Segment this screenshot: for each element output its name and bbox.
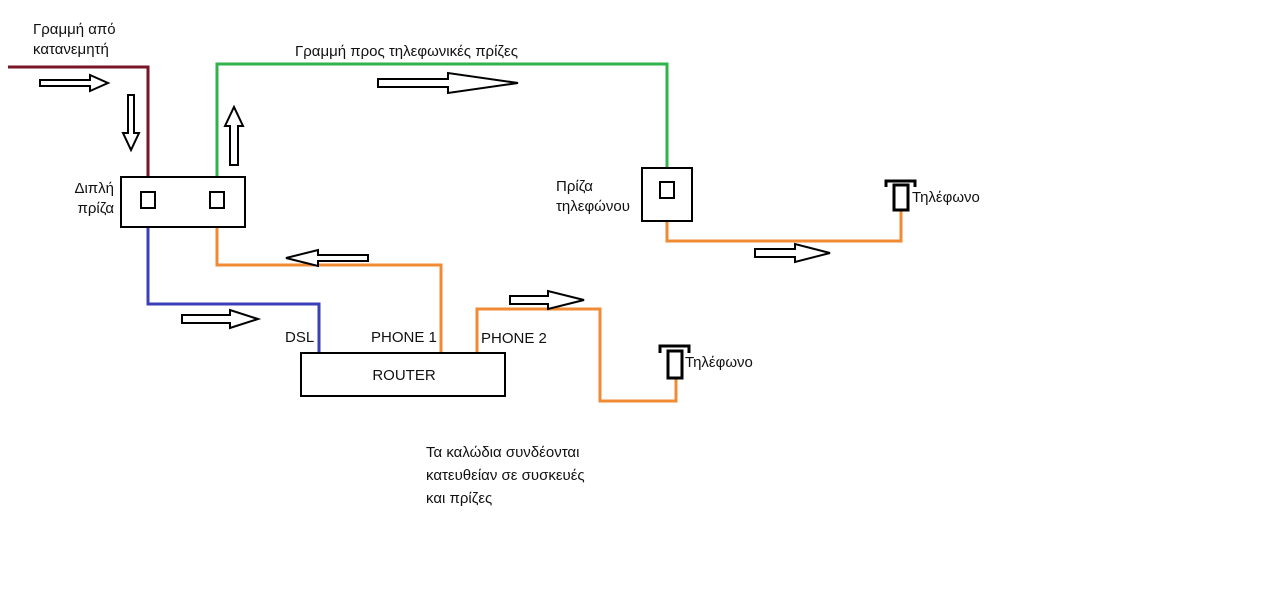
dsl-wire: [146, 208, 321, 353]
flow-arrow-icon: [181, 308, 262, 330]
phone2-port-label: PHONE 2: [481, 330, 547, 347]
flow-arrow-icon: [509, 289, 585, 311]
incoming-line-wire: [8, 65, 150, 192]
flow-arrow-icon: [39, 73, 111, 93]
note-text: Τα καλώδια συνδέονται κατευθείαν σε συσκ…: [426, 444, 585, 507]
phone-jack-label: Πρίζα τηλεφώνου: [556, 178, 630, 215]
phone2-wire: [475, 307, 678, 403]
line-to-jacks-label: Γραμμή προς τηλεφωνικές πρίζες: [295, 43, 518, 60]
flow-arrow-icon: [377, 71, 519, 95]
double-jack-label: Διπλή πρίζα: [74, 180, 114, 217]
incoming-line-label: Γραμμή από κατανεμητή: [33, 21, 116, 58]
router-label: ROUTER: [372, 367, 436, 384]
jack-to-phone-wire: [665, 198, 903, 243]
phone-handset-icon: [884, 179, 917, 212]
line-to-jacks-wire: [215, 62, 669, 192]
double-jack-port-left: [140, 191, 156, 209]
phone1-port-label: PHONE 1: [371, 329, 437, 346]
flow-arrow-icon: [285, 248, 369, 268]
phone-jack-port: [659, 181, 675, 199]
dsl-port-label: DSL: [285, 329, 315, 346]
phone-bottom-label: Τηλέφωνο: [685, 354, 753, 371]
flow-arrow-icon: [121, 94, 141, 153]
phone-right-label: Τηλέφωνο: [912, 189, 980, 206]
double-jack-port-right: [209, 191, 225, 209]
double-jack-box: [120, 176, 246, 228]
flow-arrow-icon: [223, 104, 245, 166]
flow-arrow-icon: [754, 242, 831, 264]
router-box: [300, 352, 506, 397]
phone1-wire: [215, 208, 443, 353]
phone-handset-icon: [658, 344, 691, 380]
